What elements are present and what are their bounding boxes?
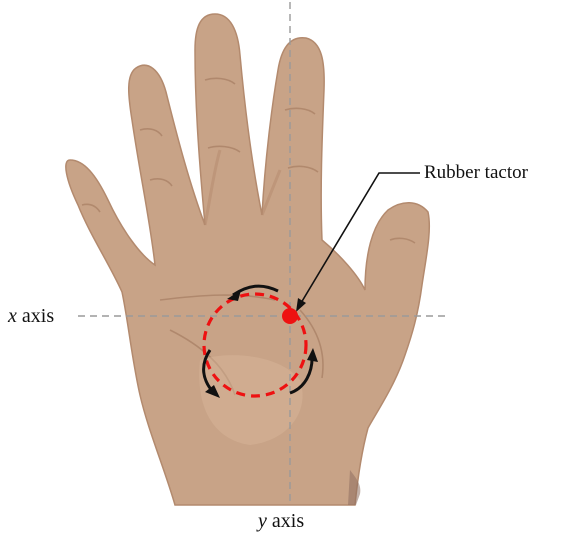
hand-image: [66, 14, 429, 505]
y-axis-variable: y: [256, 510, 267, 532]
rubber-tactor-dot: [282, 308, 298, 324]
y-axis-word: axis: [267, 510, 304, 532]
x-axis-label: x axis: [7, 305, 54, 327]
tactor-label: Rubber tactor: [424, 162, 529, 183]
x-axis-variable: x: [7, 305, 17, 327]
y-axis-label: y axis: [256, 510, 304, 532]
x-axis-word: axis: [17, 305, 54, 327]
